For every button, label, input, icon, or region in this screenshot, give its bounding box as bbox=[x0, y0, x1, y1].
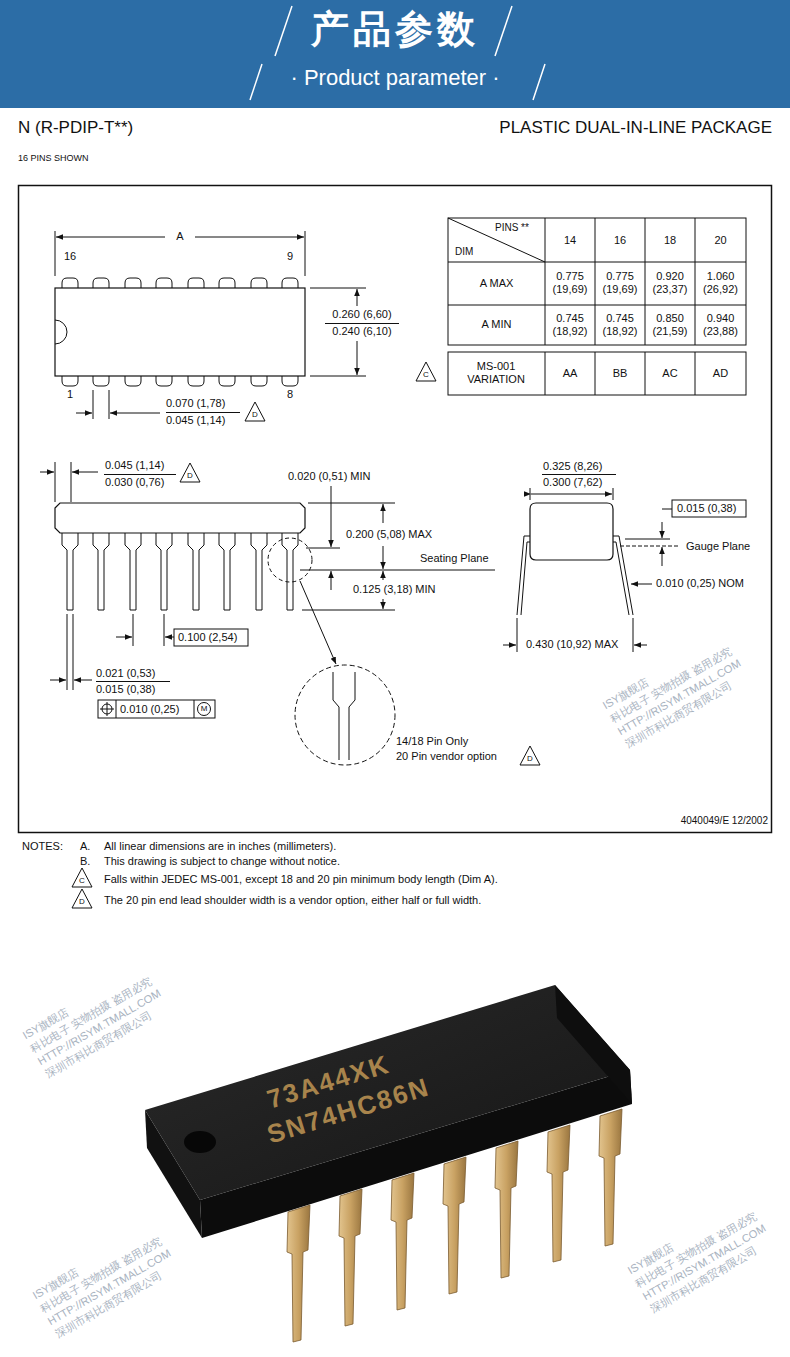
dimension-letter: A bbox=[170, 230, 190, 243]
dimension-label: 0.045 (1,14) bbox=[105, 459, 164, 472]
table-cell: AA bbox=[545, 367, 595, 380]
table-cell: A MAX bbox=[448, 277, 545, 290]
detail-note: 20 Pin vendor option bbox=[396, 750, 497, 763]
note-text: This drawing is subject to change withou… bbox=[104, 855, 340, 868]
dimension-label: 0.020 (0,51) MIN bbox=[288, 470, 371, 483]
plane-label: Gauge Plane bbox=[686, 540, 750, 553]
table-header: PINS ** bbox=[495, 222, 529, 234]
note-callout: D bbox=[182, 471, 198, 481]
table-cell: 0.775 (19,69) bbox=[597, 270, 643, 296]
table-cell: MS-001 VARIATION bbox=[461, 360, 531, 386]
table-cell: 0.920 (23,37) bbox=[647, 270, 693, 296]
boxed-dimension: 0.100 (2,54) bbox=[178, 631, 237, 644]
pin-number: 16 bbox=[58, 250, 82, 263]
dimension-label: 0.010 (0,25) NOM bbox=[656, 577, 744, 590]
table-cell: 0.745 (18,92) bbox=[547, 312, 593, 338]
pin-number: 1 bbox=[58, 388, 82, 401]
note-text: Falls within JEDEC MS-001, except 18 and… bbox=[104, 873, 498, 886]
drawing-number: 4040049/E 12/2002 bbox=[560, 815, 768, 827]
dimension-label: 0.021 (0,53) bbox=[96, 667, 155, 680]
boxed-dimension: 0.015 (0,38) bbox=[677, 502, 736, 515]
table-cell: BB bbox=[595, 367, 645, 380]
header-band: 产品参数 · Product parameter · bbox=[0, 0, 790, 108]
package-name: PLASTIC DUAL-IN-LINE PACKAGE bbox=[400, 118, 772, 138]
note-text: All linear dimensions are in inches (mil… bbox=[104, 840, 336, 853]
table-header: 20 bbox=[695, 234, 746, 247]
banner-title: 产品参数 bbox=[0, 6, 790, 52]
detail-note: 14/18 Pin Only bbox=[396, 735, 468, 748]
pin-number: 9 bbox=[278, 250, 302, 263]
table-cell: A MIN bbox=[448, 318, 545, 331]
dimension-label: 0.045 (1,14) bbox=[166, 414, 225, 427]
note-letter: B. bbox=[80, 855, 90, 868]
table-cell: 0.940 (23,88) bbox=[697, 312, 744, 338]
dimension-label: 0.325 (8,26) bbox=[543, 460, 602, 473]
note-text: The 20 pin end lead shoulder width is a … bbox=[104, 894, 481, 907]
table-cell: 0.850 (21,59) bbox=[647, 312, 693, 338]
notes-heading: NOTES: bbox=[22, 840, 63, 853]
pin-number: 8 bbox=[278, 388, 302, 401]
dimension-label: 0.015 (0,38) bbox=[96, 683, 155, 696]
table-cell: AD bbox=[695, 367, 746, 380]
table-cell: AC bbox=[645, 367, 695, 380]
note-callout: D bbox=[247, 410, 263, 420]
dimension-label: 0.030 (0,76) bbox=[105, 476, 164, 489]
note-letter: A. bbox=[80, 840, 90, 853]
dimension-label: 0.300 (7,62) bbox=[543, 476, 602, 489]
table-header: DIM bbox=[455, 246, 473, 258]
note-callout: D bbox=[74, 897, 90, 907]
modifier-symbol: M bbox=[198, 704, 210, 714]
dimension-label: 0.200 (5,08) MAX bbox=[346, 528, 432, 541]
pins-note: 16 PINS SHOWN bbox=[18, 153, 89, 164]
dimension-label: 0.240 (6,10) bbox=[322, 325, 402, 338]
dimension-label: 0.125 (3,18) MIN bbox=[353, 583, 436, 596]
table-cell: 1.060 (26,92) bbox=[697, 270, 744, 296]
note-callout: C bbox=[74, 876, 90, 886]
dimension-label: 0.260 (6,60) bbox=[322, 308, 402, 321]
tolerance-value: 0.010 (0,25) bbox=[120, 703, 179, 716]
package-title: N (R-PDIP-T**) bbox=[18, 118, 133, 138]
note-callout: D bbox=[522, 754, 538, 764]
table-header: 16 bbox=[595, 234, 645, 247]
note-callout: C bbox=[418, 370, 434, 380]
table-cell: 0.775 (19,69) bbox=[547, 270, 593, 296]
banner-subtitle: · Product parameter · bbox=[0, 64, 790, 92]
table-header: 14 bbox=[545, 234, 595, 247]
table-cell: 0.745 (18,92) bbox=[597, 312, 643, 338]
dimension-label: 0.070 (1,78) bbox=[166, 397, 225, 410]
plane-label: Seating Plane bbox=[420, 552, 489, 565]
dimension-label: 0.430 (10,92) MAX bbox=[526, 638, 618, 651]
table-header: 18 bbox=[645, 234, 695, 247]
